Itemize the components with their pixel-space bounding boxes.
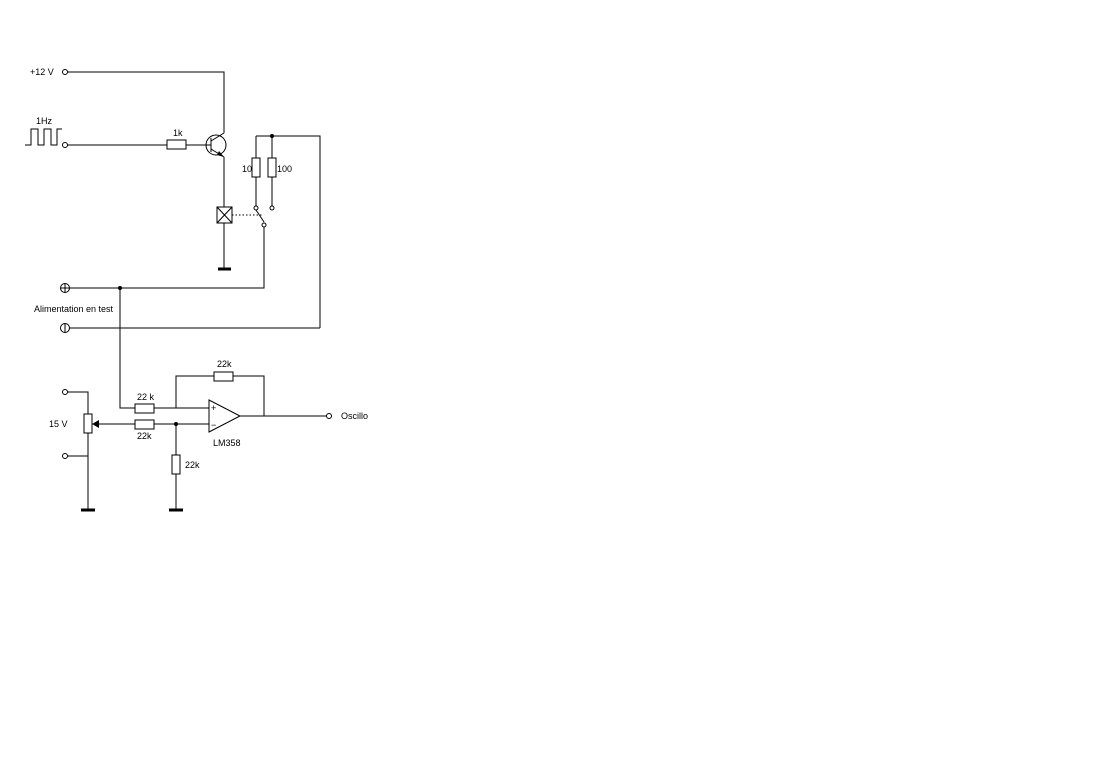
relay-coil: [216, 206, 233, 271]
opamp-minus-sign: −: [211, 420, 216, 430]
wiper-arrow-icon: [92, 420, 99, 428]
opamp-lm358: + − LM358: [208, 399, 242, 448]
r-feedback-label: 22k: [217, 359, 232, 369]
r-100-label: 100: [277, 164, 292, 174]
potentiometer: 15 V: [49, 389, 135, 512]
dut-plus-terminal: [60, 283, 70, 293]
dut-label: Alimentation en test: [34, 304, 114, 314]
r-base-label: 1k: [173, 128, 183, 138]
supply-12v: +12 V: [30, 67, 225, 133]
r-10-label: 10: [242, 164, 252, 174]
load-resistors: 10 100: [242, 134, 321, 328]
output-label: Oscillo: [341, 411, 368, 421]
resistor-22k-ground: 22k: [169, 424, 200, 512]
pot-supply-label: 15 V: [49, 419, 68, 429]
opamp-label: LM358: [213, 438, 241, 448]
clock-label: 1Hz: [36, 116, 53, 126]
resistor-1k: 1k: [166, 128, 207, 150]
opamp-plus-sign: +: [211, 403, 216, 413]
npn-transistor: [205, 132, 227, 158]
clock-source: 1Hz: [25, 116, 167, 148]
dut-minus-terminal: [60, 323, 70, 333]
supply-label: +12 V: [30, 67, 54, 77]
r-ground-label: 22k: [185, 460, 200, 470]
resistor-22k-feedback: 22k: [213, 359, 234, 382]
resistor-22k-plus: 22 k: [134, 392, 155, 414]
square-wave-icon: [25, 128, 62, 146]
r-plus-label: 22 k: [137, 392, 155, 402]
relay-switch: [67, 209, 267, 289]
r-minus-label: 22k: [137, 431, 152, 441]
output-oscillo: Oscillo: [240, 411, 368, 421]
dut-terminals: Alimentation en test: [34, 283, 320, 333]
resistor-22k-minus: 22k: [134, 419, 155, 441]
